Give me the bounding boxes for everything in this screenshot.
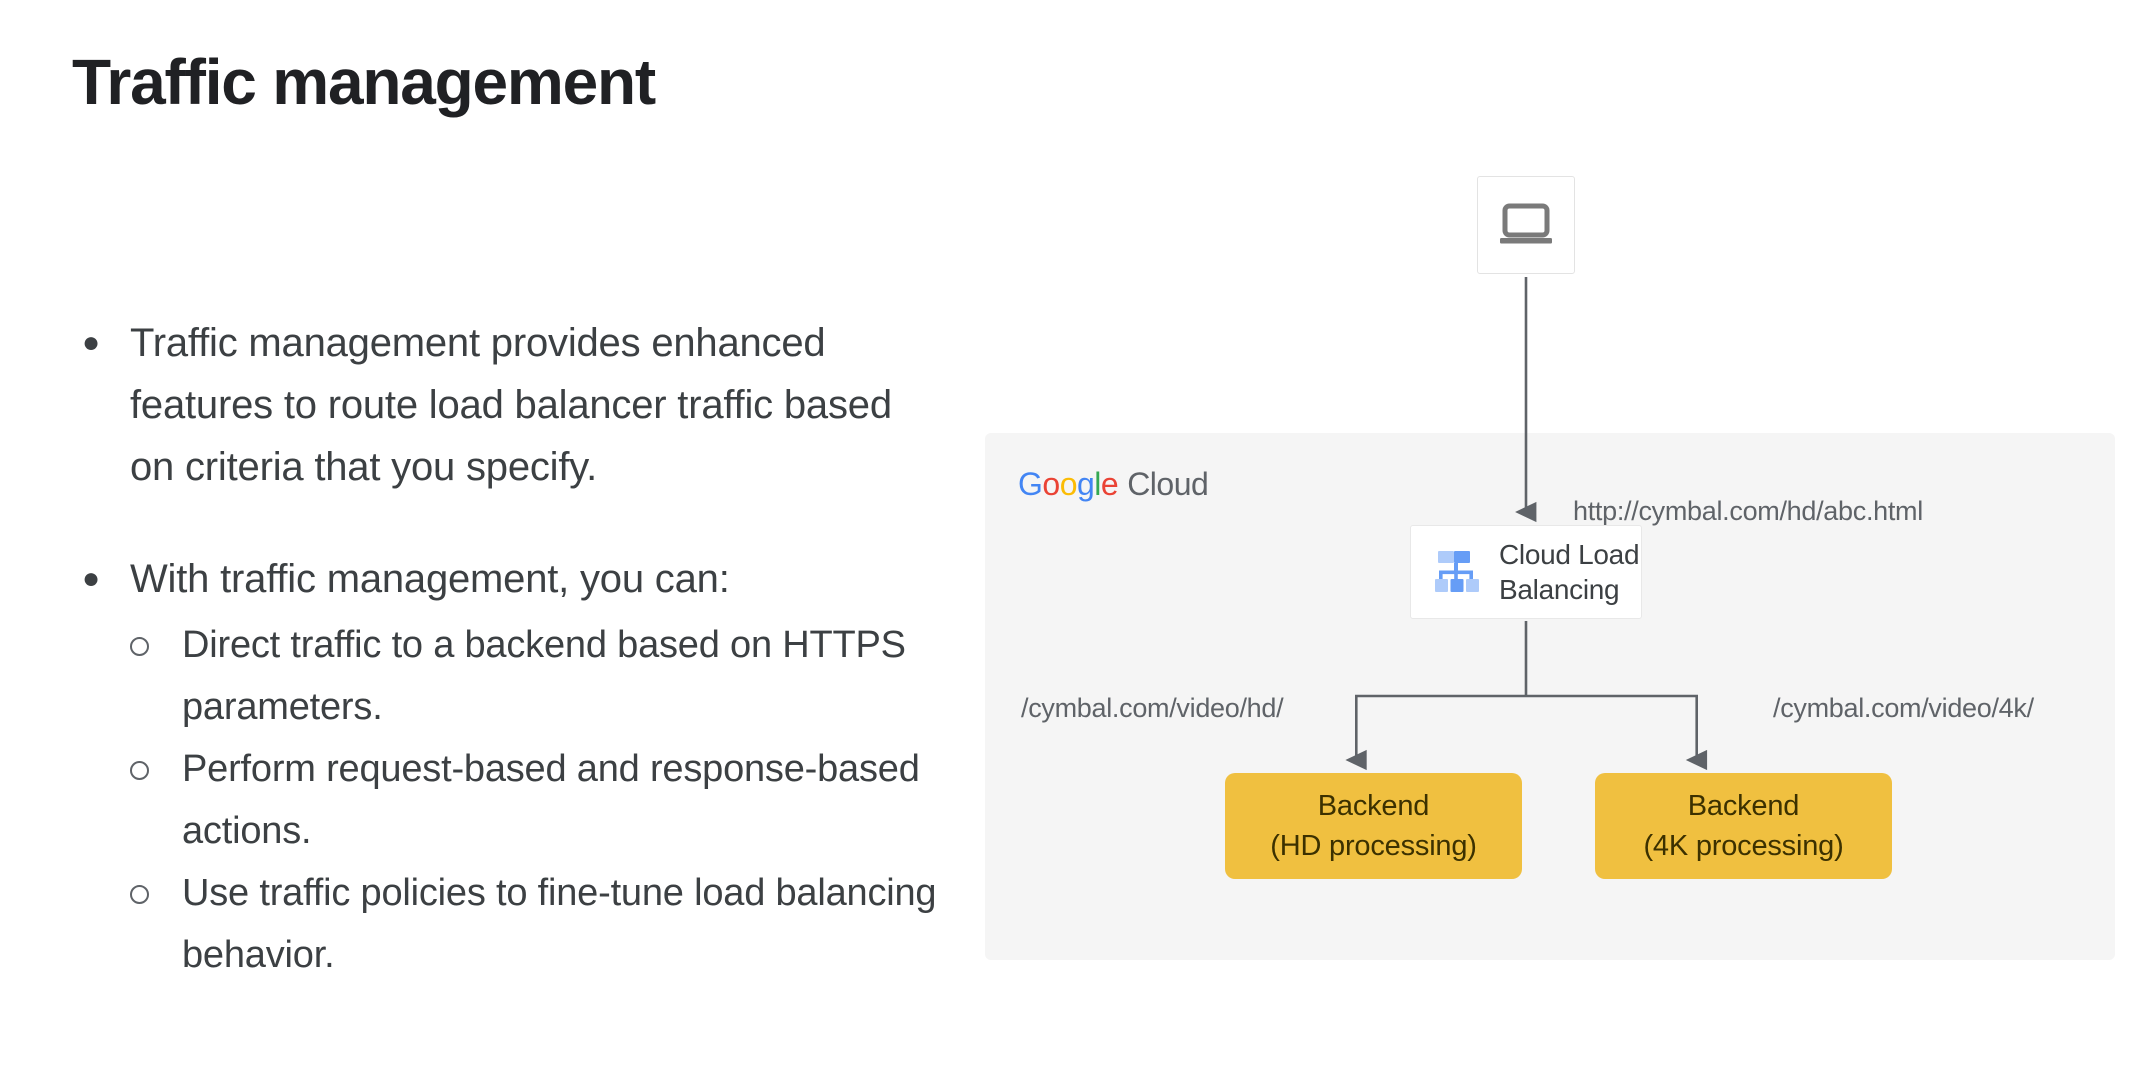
cloud-load-balancing-icon [1435,551,1479,592]
sub-bullet-text: Perform request-based and response-based… [182,748,920,852]
logo-letter: e [1100,466,1119,502]
bullet-text: Traffic management provides enhanced fea… [130,321,892,489]
page-title: Traffic management [72,46,656,118]
sub-bullet-text: Direct traffic to a backend based on HTT… [182,624,906,728]
logo-cloud-word: Cloud [1127,466,1209,502]
sub-list-item: Perform request-based and response-based… [72,738,942,862]
bullet-dot-icon: ● [82,562,101,595]
backend-node-4k: Backend (4K processing) [1595,773,1892,879]
bullet-list: ● Traffic management provides enhanced f… [72,312,942,986]
list-item: ● With traffic management, you can: Dire… [72,548,942,986]
logo-letter: l [1094,466,1101,502]
backend-4k-line-2: (4K processing) [1643,830,1844,862]
client-device-node [1477,176,1575,274]
bullet-circle-icon [72,862,182,924]
sub-bullet-list: Direct traffic to a backend based on HTT… [72,614,942,986]
backend-4k-line-1: Backend [1687,790,1800,822]
cloud-load-balancing-node: Cloud Load Balancing [1410,525,1642,619]
bullet-dot-icon: ● [82,326,101,359]
logo-letter: o [1042,466,1060,502]
lb-label-line-2: Balancing [1499,574,1620,605]
logo-letter: g [1076,466,1095,502]
logo-letter: o [1059,466,1078,502]
branch-path-label-4k: /cymbal.com/video/4k/ [1773,693,2034,723]
request-url-label: http://cymbal.com/hd/abc.html [1573,496,1923,526]
bullet-circle-icon [72,614,182,676]
backend-hd-line-2: (HD processing) [1270,830,1477,862]
backend-hd-line-1: Backend [1317,790,1430,822]
logo-letter: G [1018,466,1043,502]
sub-bullet-text: Use traffic policies to fine-tune load b… [182,872,937,976]
branch-path-label-hd: /cymbal.com/video/hd/ [1021,693,1284,723]
list-item: ● Traffic management provides enhanced f… [72,312,942,498]
sub-list-item: Use traffic policies to fine-tune load b… [72,862,942,986]
cloud-load-balancing-label: Cloud Load Balancing [1499,537,1640,607]
bullet-circle-icon [72,738,182,800]
laptop-icon [1500,203,1552,244]
bullet-text: With traffic management, you can: [130,557,730,601]
sub-list-item: Direct traffic to a backend based on HTT… [72,614,942,738]
lb-label-line-1: Cloud Load [1499,539,1640,570]
backend-node-hd: Backend (HD processing) [1225,773,1522,879]
